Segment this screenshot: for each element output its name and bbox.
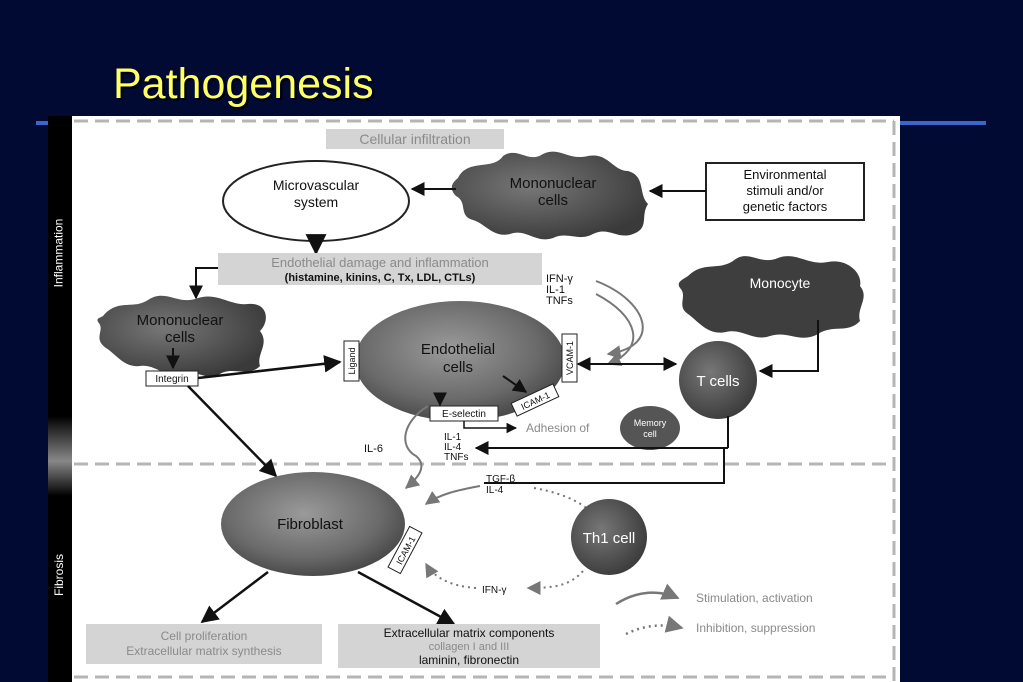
fibroblast-label: Fibroblast bbox=[277, 516, 344, 533]
cytokine-top-2: IL-1 bbox=[546, 284, 565, 296]
ligand-box bbox=[343, 340, 360, 382]
environmental-label-1: Environmental bbox=[743, 167, 826, 182]
arrow-integrin-to-ligand bbox=[197, 355, 342, 380]
endothelial-label-2: cells bbox=[443, 359, 473, 376]
vcam-label: VCAM-1 bbox=[565, 341, 575, 375]
ecm-collagen: collagen I and III bbox=[429, 641, 510, 653]
endothelial-label-1: Endothelial bbox=[421, 341, 495, 358]
th1-cell-shape bbox=[571, 499, 647, 575]
cytokine-mid-2: IL-4 bbox=[444, 442, 462, 453]
slide-title: Pathogenesis bbox=[113, 60, 374, 108]
mononuclear-cells-left-shape bbox=[97, 295, 266, 377]
integrin-box bbox=[145, 370, 199, 387]
phase-sidebar: Inflammation Fibrosis bbox=[48, 116, 72, 682]
title-rule-right bbox=[900, 121, 986, 125]
environmental-box bbox=[705, 162, 865, 221]
arrow-eselectin-to-adhesion bbox=[463, 421, 518, 434]
line-tcells-to-tgf bbox=[484, 448, 725, 484]
mononuclear-top-label-2: cells bbox=[538, 192, 568, 209]
arrow-fibroblast-to-ecm bbox=[357, 570, 456, 626]
t-cells-label: T cells bbox=[696, 373, 739, 390]
dashed-frame bbox=[74, 119, 896, 682]
il6-curve bbox=[404, 405, 429, 489]
il6-label: IL-6 bbox=[364, 443, 383, 455]
fibroblast-shape bbox=[221, 472, 405, 576]
ifn-bottom-label: IFN-γ bbox=[482, 585, 506, 596]
mononuclear-left-label-1: Mononuclear bbox=[137, 312, 224, 329]
cytokine-top-3: TNFs bbox=[546, 295, 573, 307]
legend-inhibition-label: Inhibition, suppression bbox=[696, 621, 815, 635]
cytokine-top-curve-1 bbox=[595, 280, 644, 360]
monocyte-shape bbox=[678, 256, 864, 338]
environmental-label-2: stimuli and/or bbox=[746, 183, 824, 198]
arrow-monocyte-to-tcells bbox=[758, 320, 819, 378]
arrow-damage-to-mono-left bbox=[189, 267, 218, 300]
cell-proliferation-label-1: Cell proliferation bbox=[161, 629, 248, 643]
title-rule-left bbox=[36, 121, 50, 125]
arrow-endo-to-icam bbox=[502, 375, 528, 393]
pathogenesis-figure: Inflammation Fibrosis bbox=[48, 116, 900, 682]
ecm-laminin: laminin, fibronectin bbox=[419, 653, 519, 667]
e-selectin-label: E-selectin bbox=[442, 409, 486, 420]
tgf-label-1: TGF-β bbox=[486, 474, 515, 485]
legend-inhibition-arrow bbox=[625, 615, 684, 636]
microvascular-label-2: system bbox=[294, 194, 338, 210]
cytokine-mid-1: IL-1 bbox=[444, 432, 462, 443]
integrin-label: Integrin bbox=[155, 374, 188, 385]
legend-stimulation-arrow bbox=[615, 583, 680, 606]
th1-to-ifn-dotted bbox=[526, 570, 584, 595]
diagram-canvas: Cellular infiltration Microvascular syst… bbox=[74, 119, 896, 682]
t-cells-shape bbox=[679, 341, 757, 419]
mononuclear-cells-top-shape bbox=[451, 151, 648, 240]
mononuclear-left-label-2: cells bbox=[165, 329, 195, 346]
endothelial-damage-title: Endothelial damage and inflammation bbox=[271, 255, 489, 270]
memory-cell-label-2: cell bbox=[643, 429, 657, 439]
cellular-infiltration-label: Cellular infiltration bbox=[359, 131, 470, 147]
memory-cell-shape bbox=[620, 406, 680, 450]
cell-proliferation-label-2: Extracellular matrix synthesis bbox=[126, 644, 281, 658]
cytokine-mid-3: TNFs bbox=[444, 452, 468, 463]
cellular-infiltration-box bbox=[326, 129, 504, 149]
environmental-label-3: genetic factors bbox=[743, 199, 828, 214]
monocyte-label: Monocyte bbox=[750, 275, 811, 291]
th1-cell-label: Th1 cell bbox=[583, 530, 636, 547]
endothelial-damage-box bbox=[218, 253, 542, 285]
arrow-integrin-to-fibroblast bbox=[187, 385, 278, 478]
memory-cell-label-1: Memory bbox=[634, 418, 667, 428]
endothelial-damage-detail: (histamine, kinins, C, Tx, LDL, CTLs) bbox=[285, 272, 476, 284]
cytokine-top-1: IFN-γ bbox=[546, 273, 573, 285]
microvascular-label-1: Microvascular bbox=[273, 177, 360, 193]
tgf-label-2: IL-4 bbox=[486, 485, 504, 496]
adhesion-label: Adhesion of bbox=[526, 421, 590, 435]
ecm-box bbox=[338, 624, 600, 668]
tgf-to-fibroblast-curve bbox=[424, 485, 481, 505]
ifn-to-fibroblast-dotted bbox=[425, 562, 477, 589]
ligand-label: Ligand bbox=[347, 347, 357, 374]
arrow-fibroblast-to-proliferation bbox=[200, 571, 269, 624]
legend-stimulation-label: Stimulation, activation bbox=[696, 591, 813, 605]
ecm-title: Extracellular matrix components bbox=[384, 626, 555, 640]
cell-proliferation-box bbox=[86, 624, 322, 664]
mononuclear-top-label-1: Mononuclear bbox=[510, 175, 597, 192]
